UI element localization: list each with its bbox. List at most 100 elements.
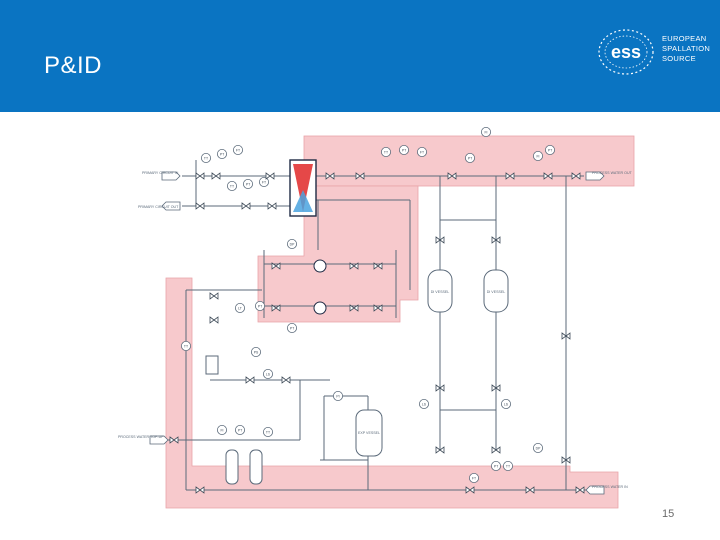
valve-icon bbox=[195, 486, 205, 494]
connection-label: PROCESS WATER IN bbox=[592, 485, 628, 489]
instrument-tag: TT bbox=[384, 150, 388, 154]
instrument-bubble: LS bbox=[418, 398, 429, 409]
instrument-bubble: DP bbox=[533, 442, 544, 453]
slide-title: P&ID bbox=[44, 52, 103, 79]
instrument-tag: PT bbox=[246, 182, 250, 186]
valve-icon bbox=[349, 304, 359, 312]
instrument-bubble: FT bbox=[258, 176, 269, 187]
instrument-bubble: PS bbox=[250, 346, 261, 357]
instrument-bubble: PT bbox=[398, 144, 409, 155]
connection-label: PROCESS WATER OUT bbox=[592, 171, 633, 175]
valve-icon bbox=[325, 172, 335, 180]
valve-icon bbox=[575, 486, 585, 494]
valve-icon bbox=[209, 292, 219, 300]
instrument-tag: FT bbox=[262, 180, 266, 184]
ess-logo: ess EUROPEAN SPALLATION SOURCE bbox=[596, 22, 710, 82]
instrument-bubble: PT bbox=[545, 144, 556, 155]
instrument-bubble: FI bbox=[480, 127, 491, 138]
heat-exchanger bbox=[289, 159, 317, 217]
instrument-tag: PT bbox=[494, 464, 498, 468]
instrument-tag: FI bbox=[484, 130, 487, 134]
instrument-bubble: PT bbox=[286, 322, 297, 333]
instrument-tag: TT bbox=[230, 184, 234, 188]
di-vessel-label: DI VESSEL bbox=[487, 290, 506, 294]
connection-arrows bbox=[149, 171, 605, 495]
logo-line: SOURCE bbox=[662, 54, 696, 63]
instrument-bubble: PI bbox=[332, 390, 343, 401]
connection-label: PROCESS WATER TOP-UP bbox=[118, 435, 164, 439]
instrument-tag: FI bbox=[536, 154, 539, 158]
instrument-tag: PT bbox=[548, 148, 552, 152]
valve-icon bbox=[265, 172, 275, 180]
connection-label: PRIMARY CIRCUIT IN bbox=[142, 171, 179, 175]
instrument-bubble: FI bbox=[533, 150, 544, 161]
instrument-bubble: TT bbox=[180, 340, 191, 351]
instrument-bubble: DP bbox=[286, 238, 297, 249]
instrument-bubble: PT bbox=[234, 424, 245, 435]
valve-icon bbox=[211, 172, 221, 180]
valve-icon bbox=[491, 384, 501, 392]
instrument-bubbles: TT PT FT TT PT FT TT PT FT FI PT FI PT DP PT PT LT LS LS DP… bbox=[180, 127, 556, 483]
valve-icon bbox=[561, 332, 571, 340]
instrument-bubble: PT bbox=[216, 148, 227, 159]
logo-mark: ess bbox=[611, 42, 641, 62]
instrument-tag: FT bbox=[236, 148, 240, 152]
valve-icon bbox=[373, 262, 383, 270]
valve-icon bbox=[349, 262, 359, 270]
instrument-tag: LT bbox=[238, 306, 242, 310]
instrument-bubble: FT bbox=[468, 472, 479, 483]
valve-icon bbox=[571, 172, 581, 180]
instrument-bubble: FI bbox=[216, 424, 227, 435]
instrument-tag: FT bbox=[472, 476, 476, 480]
instrument-tag: PT bbox=[220, 152, 224, 156]
valve-icon bbox=[491, 446, 501, 454]
instrument-tag: PT bbox=[238, 428, 242, 432]
valve-icon bbox=[561, 456, 571, 464]
valve-icon bbox=[195, 172, 205, 180]
valve-icon bbox=[465, 486, 475, 494]
instrument-bubble: FT bbox=[232, 144, 243, 155]
valve-icon bbox=[267, 202, 277, 210]
valve-icon bbox=[241, 202, 251, 210]
valve-icon bbox=[281, 376, 291, 384]
instrument-bubble: TT bbox=[262, 426, 273, 437]
instrument-bubble: LT bbox=[234, 302, 245, 313]
logo-line: EUROPEAN bbox=[662, 34, 707, 43]
instrument-tag: PT bbox=[290, 326, 294, 330]
instrument-tag: TT bbox=[266, 430, 270, 434]
instrument-tag: PS bbox=[254, 350, 259, 354]
valve-icon bbox=[271, 262, 281, 270]
valve-icon bbox=[435, 384, 445, 392]
instrument-bubble: LS bbox=[500, 398, 511, 409]
valve-icon bbox=[435, 236, 445, 244]
di-vessel-label: DI VESSEL bbox=[431, 290, 450, 294]
valve-icon bbox=[435, 446, 445, 454]
instrument-tag: LS bbox=[504, 402, 509, 406]
valve-icon bbox=[355, 172, 365, 180]
instrument-tag: LS bbox=[422, 402, 427, 406]
instrument-bubble: TT bbox=[380, 146, 391, 157]
instrument-tag: TT bbox=[506, 464, 510, 468]
instrument-tag: PI bbox=[336, 394, 339, 398]
pump-icons bbox=[313, 259, 327, 315]
di-vessels bbox=[205, 269, 509, 485]
valve-icon bbox=[169, 436, 179, 444]
valve-icon bbox=[491, 236, 501, 244]
logo-line: SPALLATION bbox=[662, 44, 711, 53]
page-number: 15 bbox=[662, 508, 675, 520]
logo-wordmark: EUROPEAN SPALLATION SOURCE bbox=[662, 34, 710, 64]
instrument-tag: TT bbox=[204, 156, 208, 160]
instrument-bubble: TT bbox=[502, 460, 513, 471]
instrument-bubble: PT bbox=[490, 460, 501, 471]
instrument-tag: DP bbox=[290, 242, 295, 246]
instrument-bubble: PT bbox=[464, 152, 475, 163]
instrument-tag: LS bbox=[266, 372, 271, 376]
instrument-tag: PT bbox=[258, 304, 262, 308]
valve-icon bbox=[209, 316, 219, 324]
instrument-bubble: TT bbox=[226, 180, 237, 191]
valve-icon bbox=[373, 304, 383, 312]
valve-icon bbox=[245, 376, 255, 384]
valve-icon bbox=[525, 486, 535, 494]
valve-symbols bbox=[169, 172, 585, 494]
valve-icon bbox=[271, 304, 281, 312]
